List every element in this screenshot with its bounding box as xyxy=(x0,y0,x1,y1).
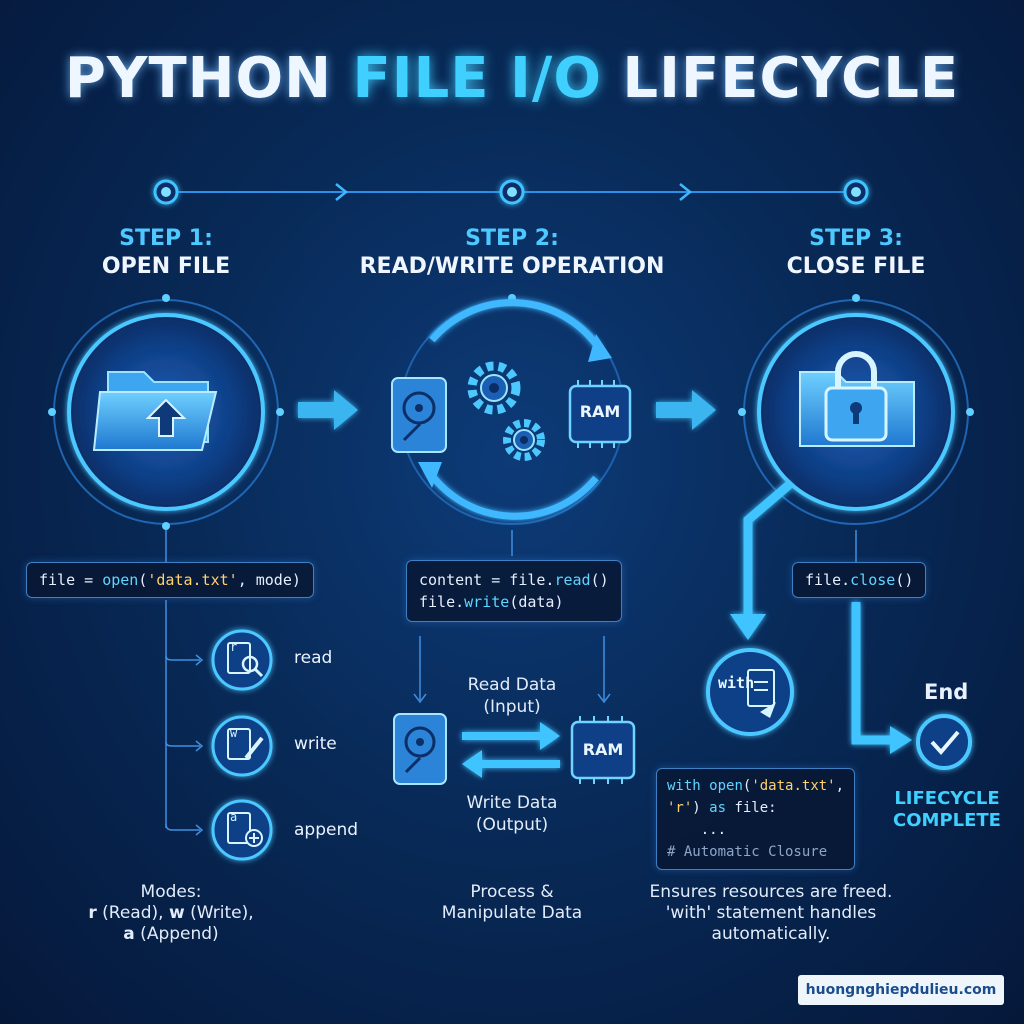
check-circle-icon xyxy=(916,714,972,770)
mode-read-label: read xyxy=(294,648,333,668)
step-2-number: STEP 2: xyxy=(465,226,559,251)
ram-chip-icon-small xyxy=(570,716,636,784)
append-icon-letter: a xyxy=(230,810,238,824)
with-statement-icon xyxy=(706,648,794,736)
step-1-number: STEP 1: xyxy=(119,226,213,251)
flow-arrow-2 xyxy=(656,390,716,430)
close-code-box: file.close() xyxy=(792,562,927,598)
read-mode-icon xyxy=(211,629,273,691)
append-mode-icon xyxy=(211,799,273,861)
hard-drive-icon xyxy=(391,377,447,453)
read-icon-letter: r xyxy=(230,640,238,654)
locked-folder-icon xyxy=(799,351,915,447)
step-2-name: READ/WRITE OPERATION xyxy=(359,254,665,279)
ram-label-small: RAM xyxy=(582,740,624,759)
write-icon-letter: w xyxy=(230,726,238,740)
step-3-number: STEP 3: xyxy=(809,226,903,251)
write-data-arrow xyxy=(462,750,560,778)
modes-caption: Modes: r (Read), w (Write), a (Append) xyxy=(88,882,254,944)
read-data-arrow xyxy=(462,722,560,750)
step-3-name: CLOSE FILE xyxy=(786,254,926,279)
read-write-code-box: content = file.read() file.write(data) xyxy=(406,560,622,622)
end-flow-pipe xyxy=(851,602,912,754)
ram-label: RAM xyxy=(579,402,621,421)
end-label: End xyxy=(924,680,969,704)
flow-arrow-1 xyxy=(298,390,358,430)
folder-upload-icon xyxy=(92,371,218,451)
with-badge-label: with xyxy=(718,674,755,692)
write-data-label: Write Data(Output) xyxy=(466,793,558,835)
page-title: PYTHON FILE I/O LIFECYCLE xyxy=(64,46,960,111)
read-data-label: Read Data(Input) xyxy=(467,675,557,717)
mode-tree xyxy=(165,600,204,836)
gear-icon xyxy=(467,361,545,461)
mode-append-label: append xyxy=(294,820,359,840)
timeline xyxy=(153,179,869,205)
close-caption: Ensures resources are freed.'with' state… xyxy=(649,882,893,944)
write-mode-icon xyxy=(211,715,273,777)
data-flow-connectors xyxy=(413,636,611,704)
process-caption: Process &Manipulate Data xyxy=(441,882,583,923)
mode-write-label: write xyxy=(294,734,337,754)
open-code-box: file = open('data.txt', mode) xyxy=(26,562,314,598)
with-code-box: with open('data.txt', 'r') as file: ... … xyxy=(656,768,856,870)
site-watermark: huongnghiepdulieu.com xyxy=(798,975,1004,1005)
hard-drive-icon-small xyxy=(393,713,447,785)
with-flow-pipe xyxy=(730,480,793,640)
ram-chip-icon xyxy=(568,380,632,448)
step-1-name: OPEN FILE xyxy=(101,254,231,279)
